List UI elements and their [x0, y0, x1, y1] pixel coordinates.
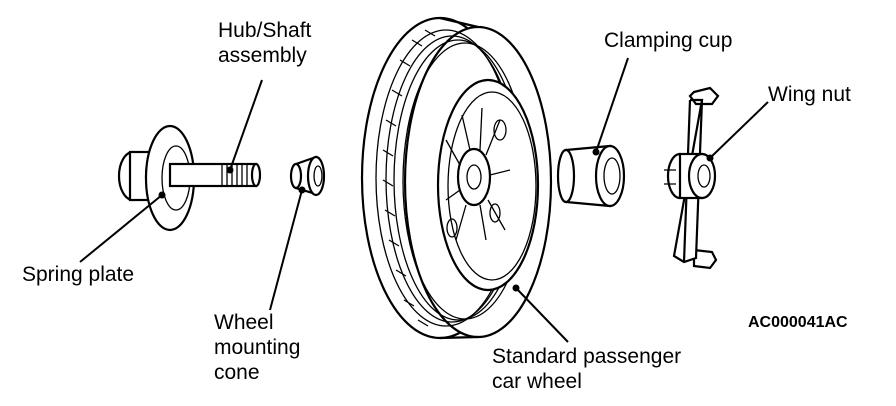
hub-shaft-label: Hub/Shaft assembly [218, 18, 311, 68]
wheel-label-line2: car wheel [492, 370, 582, 393]
wing-nut-part [664, 86, 720, 270]
spring-plate-label: Spring plate [22, 263, 135, 286]
standard-wheel-label: Standard passenger car wheel [492, 344, 681, 394]
wheel-cone-label-line3: cone [214, 361, 260, 384]
wing-nut-label: Wing nut [768, 83, 851, 106]
wheel-mounting-cone-part [289, 155, 326, 197]
leader-lines [79, 57, 769, 343]
hub-shaft-part [168, 162, 262, 188]
wheel-mounting-cone-label: Wheel mounting cone [214, 310, 300, 385]
wheel-rim-part [436, 78, 540, 292]
hub-shaft-label-line2: assembly [218, 44, 307, 67]
wheel-cone-label-line2: mounting [214, 336, 301, 359]
clamping-cup-label: Clamping cup [604, 29, 733, 52]
clamping-cup-part [556, 144, 626, 208]
wheel-cone-label-line1: Wheel [214, 311, 274, 334]
hub-shaft-label-line1: Hub/Shaft [218, 19, 312, 42]
wheel-label-line1: Standard passenger [492, 345, 682, 368]
figure-code: AC000041AC [748, 314, 848, 331]
